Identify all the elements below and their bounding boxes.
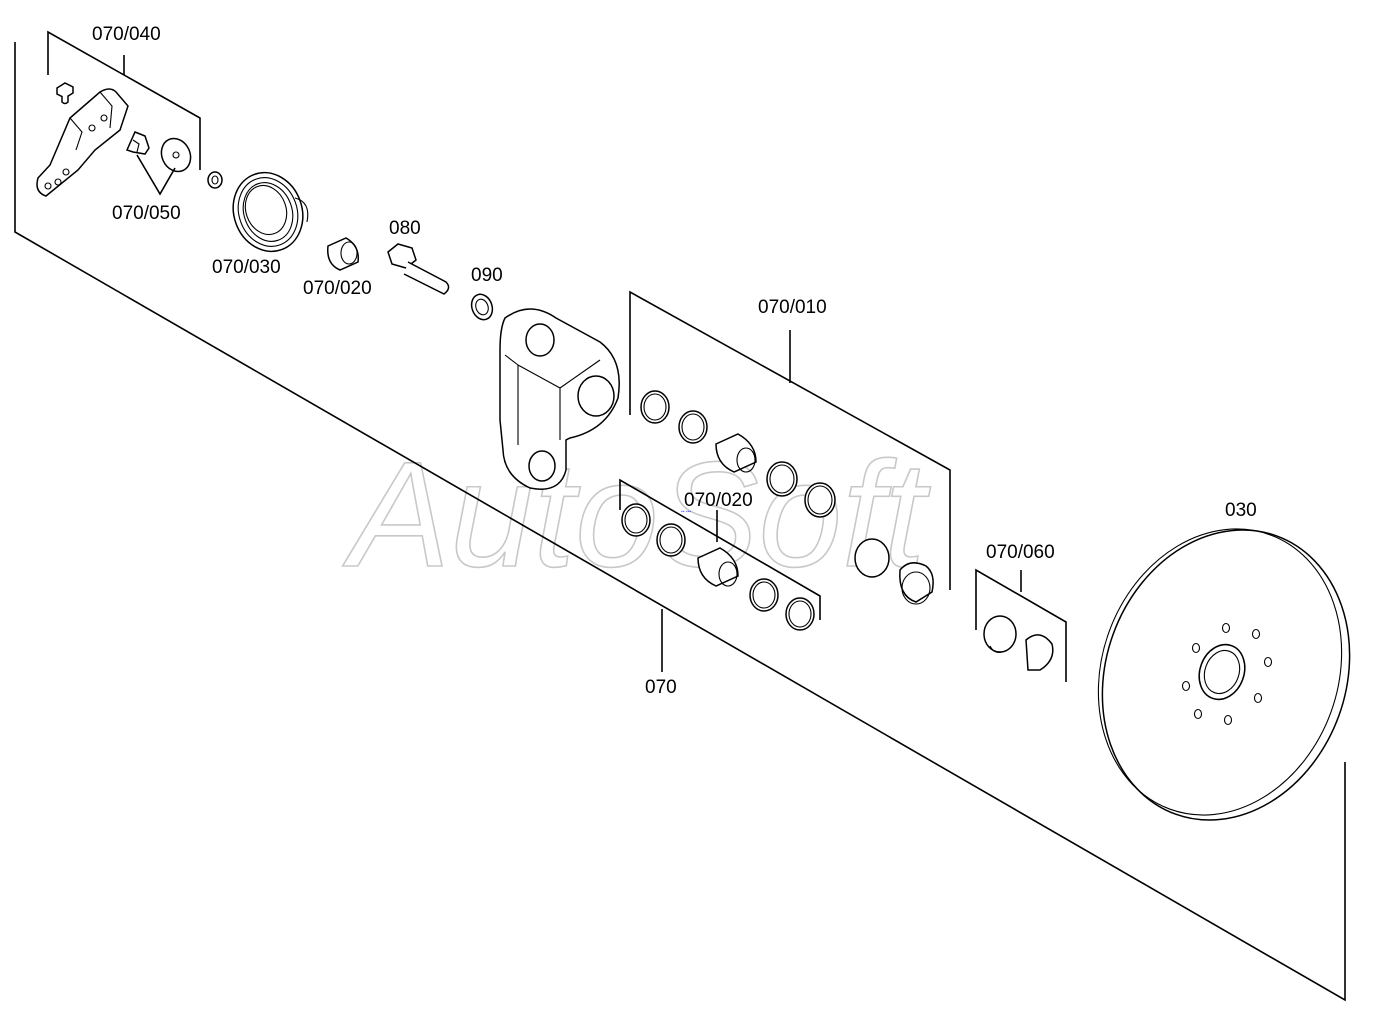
label-070-050: 070/050 [112, 203, 181, 224]
cap-2-part [899, 562, 934, 605]
label-080: 080 [389, 218, 421, 239]
ring-3-part [766, 461, 798, 497]
ring-1-part [640, 390, 670, 424]
washer-part [160, 137, 192, 173]
bolt-080-part [387, 243, 450, 295]
coil-spring-part [232, 171, 309, 253]
leader-070-050 [136, 154, 176, 196]
clip-part [125, 131, 150, 155]
label-070-040: 070/040 [92, 24, 161, 45]
label-070-020-mid: 070/020 [684, 490, 753, 511]
ring-7-part [749, 578, 779, 612]
label-070-060: 070/060 [986, 542, 1055, 563]
small-washer-part [207, 171, 223, 189]
cover-plate-1-part [983, 615, 1017, 653]
label-070-010: 070/010 [758, 297, 827, 318]
disc-030-part [1097, 528, 1351, 821]
bushing-mid-part [715, 433, 757, 473]
bolt-small-part [56, 82, 74, 105]
cover-plate-2-part [1025, 634, 1054, 671]
ring-6-part [656, 523, 686, 557]
ring-5-part [621, 503, 651, 537]
tiny-mark: ▪▪ ▪▪▪ [681, 509, 691, 515]
bracket-070-060 [975, 568, 1067, 682]
label-030: 030 [1225, 500, 1257, 521]
assembly-bracket-070 [14, 42, 1346, 1002]
ring-8-part [785, 597, 815, 631]
bracket-070-010 [629, 290, 951, 590]
label-090: 090 [471, 265, 503, 286]
bracket-070-040 [47, 30, 201, 170]
washer-090-part [470, 293, 494, 321]
lever-arm-part [36, 88, 129, 197]
bracket-070-020-mid [619, 478, 821, 620]
bushing-lower-part [697, 547, 739, 587]
housing-block-part [499, 308, 620, 490]
ring-4-part [804, 482, 836, 518]
cap-1-part [854, 538, 890, 578]
label-070-020-top: 070/020 [303, 278, 372, 299]
label-070-030: 070/030 [212, 257, 281, 278]
ring-2-part [678, 410, 708, 444]
bushing-top-part [327, 237, 359, 271]
label-070: 070 [645, 677, 677, 698]
